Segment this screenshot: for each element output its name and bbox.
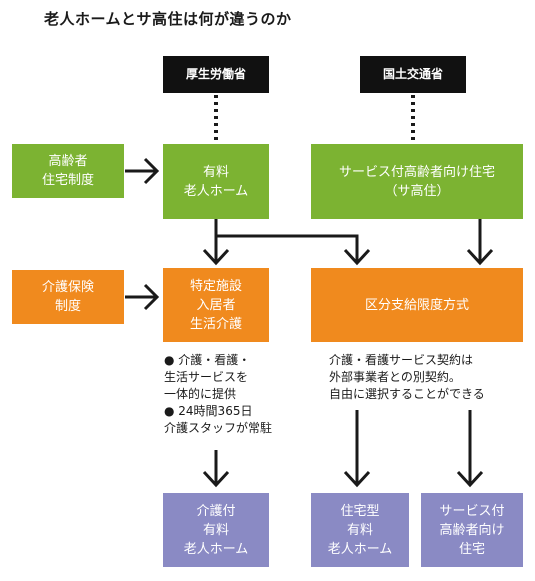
care-type-home-box: 介護付 有料 老人ホーム bbox=[163, 493, 269, 567]
elderly-housing-line-1: 高齢者 bbox=[48, 154, 88, 169]
elderly-housing-system-box: 高齢者 住宅制度 bbox=[12, 144, 124, 198]
sakoju-line-1: サービス付高齢者向け住宅 bbox=[338, 164, 495, 180]
limit-method-label: 区分支給限度方式 bbox=[364, 297, 469, 313]
care-insurance-line-2: 制度 bbox=[54, 299, 81, 314]
note-left-line-4: ● 24時間365日 bbox=[164, 404, 253, 418]
specified-facility-line-1: 特定施設 bbox=[189, 278, 242, 294]
separate-contract-note: 介護・看護サービス契約は 外部事業者との別契約。 自由に選択することができる bbox=[329, 352, 485, 403]
sakoju-result-line-1: サービス付 bbox=[439, 503, 505, 519]
care-home-line-2: 有料 bbox=[202, 522, 229, 538]
arrowhead-insurance-to-facility bbox=[143, 283, 160, 311]
residential-home-line-3: 老人ホーム bbox=[327, 541, 393, 557]
page-title: 老人ホームとサ高住は何が違うのか bbox=[44, 10, 292, 28]
specified-facility-line-3: 生活介護 bbox=[189, 316, 242, 332]
note-right-line-3: 自由に選択することができる bbox=[329, 387, 485, 401]
sakoju-result-box: サービス付 高齢者向け 住宅 bbox=[421, 493, 523, 567]
arrowhead-housing-to-home bbox=[143, 157, 160, 185]
paid-elderly-home-box: 有料 老人ホーム bbox=[163, 144, 269, 219]
residential-type-home-box: 住宅型 有料 老人ホーム bbox=[311, 493, 409, 567]
note-right-line-1: 介護・看護サービス契約は bbox=[329, 353, 474, 367]
sakoju-line-2: （サ高住） bbox=[384, 183, 450, 199]
note-left-line-1: ● 介護・看護・ bbox=[164, 353, 251, 367]
residential-home-line-1: 住宅型 bbox=[340, 503, 380, 519]
ministry-mhlw-box: 厚生労働省 bbox=[163, 56, 269, 93]
integrated-service-note: ● 介護・看護・ 生活サービスを 一体的に提供 ● 24時間365日 介護スタッ… bbox=[164, 352, 272, 437]
arrowhead-to-care-home bbox=[202, 470, 230, 488]
sakoju-result-line-2: 高齢者向け bbox=[439, 522, 505, 538]
sakoju-result-line-3: 住宅 bbox=[458, 541, 485, 557]
ministry-mhlw-label: 厚生労働省 bbox=[185, 67, 246, 81]
arrowhead-to-sakoju-result bbox=[456, 470, 484, 488]
residential-home-line-2: 有料 bbox=[346, 522, 373, 538]
note-left-line-2: 生活サービスを bbox=[164, 370, 249, 384]
note-left-line-3: 一体的に提供 bbox=[164, 387, 237, 401]
paid-home-line-2: 老人ホーム bbox=[183, 183, 249, 199]
ministry-mlit-label: 国土交通省 bbox=[382, 67, 443, 81]
paid-home-line-1: 有料 bbox=[202, 164, 229, 180]
arrowhead-to-residential-home bbox=[343, 470, 371, 488]
specified-facility-box: 特定施設 入居者 生活介護 bbox=[163, 268, 269, 342]
note-right-line-2: 外部事業者との別契約。 bbox=[329, 370, 461, 384]
elderly-housing-line-2: 住宅制度 bbox=[41, 173, 94, 188]
care-insurance-system-box: 介護保険 制度 bbox=[12, 270, 124, 324]
arrow-home-to-limit-method bbox=[216, 234, 359, 262]
arrowhead-sakoju-to-limit-method bbox=[466, 248, 494, 266]
care-home-line-1: 介護付 bbox=[196, 503, 236, 519]
ministry-mlit-box: 国土交通省 bbox=[360, 56, 466, 93]
arrowhead-home-to-facility bbox=[202, 248, 230, 266]
care-home-line-3: 老人ホーム bbox=[183, 541, 249, 557]
arrowhead-home-to-limit-method bbox=[343, 248, 371, 266]
specified-facility-line-2: 入居者 bbox=[196, 297, 236, 313]
sakoju-box: サービス付高齢者向け住宅 （サ高住） bbox=[311, 144, 523, 219]
note-left-line-5: 介護スタッフが常駐 bbox=[164, 421, 273, 435]
limit-method-box: 区分支給限度方式 bbox=[311, 268, 523, 342]
care-insurance-line-1: 介護保険 bbox=[41, 280, 94, 295]
